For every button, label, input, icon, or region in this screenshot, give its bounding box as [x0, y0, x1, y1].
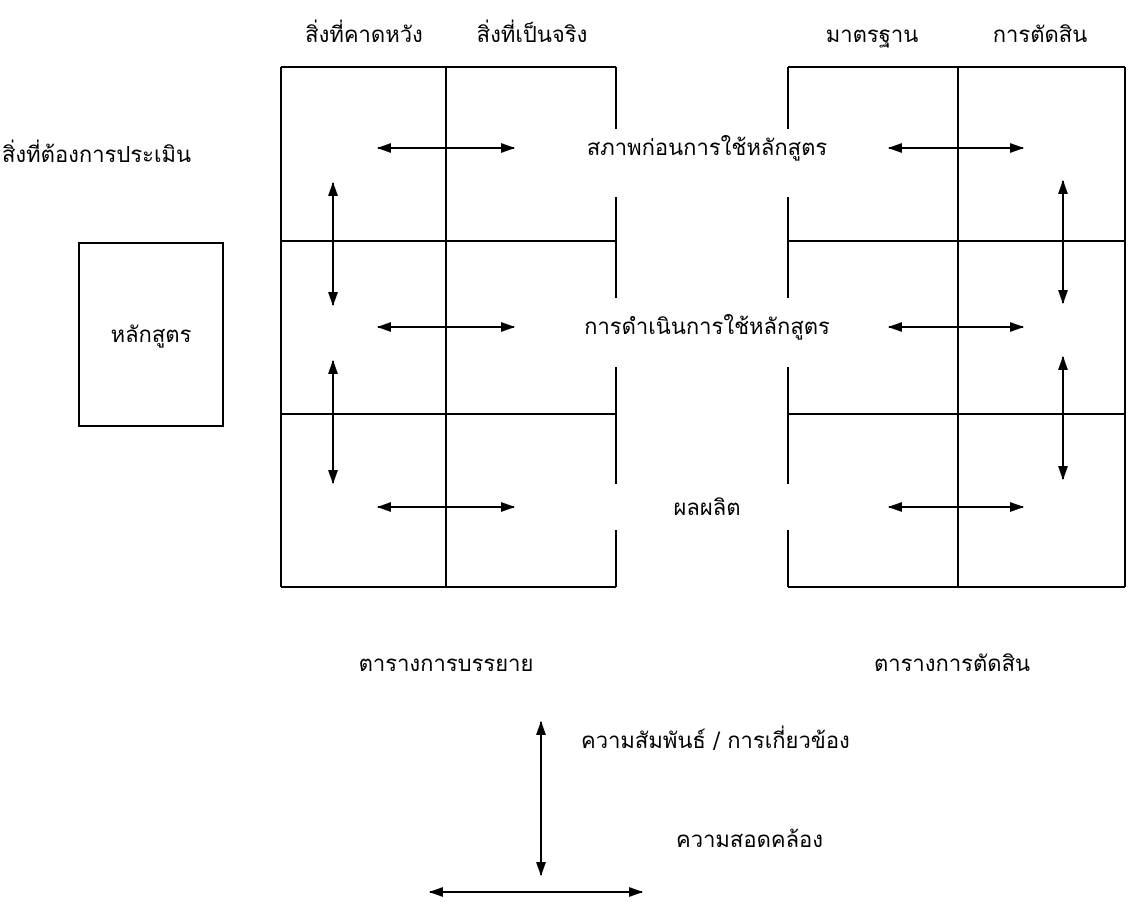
legend-relationship-label: ความสัมพันธ์ / การเกี่ยวข้อง	[581, 725, 850, 754]
header-standard: มาตรฐาน	[826, 23, 919, 48]
row-outcome: ผลผลิต	[673, 496, 740, 521]
legend-congruence-label: ความสอดคล้อง	[676, 828, 823, 853]
header-actual: สิ่งที่เป็นจริง	[477, 19, 588, 48]
header-judgement: การตัดสิน	[993, 23, 1088, 48]
label-to-evaluate: สิ่งที่ต้องการประเมิน	[2, 139, 191, 168]
header-expected: สิ่งที่คาดหวัง	[305, 19, 423, 48]
curriculum-label: หลักสูตร	[111, 323, 192, 348]
caption-description-matrix: ตารางการบรรยาย	[359, 652, 534, 677]
row-antecedent: สภาพก่อนการใช้หลักสูตร	[587, 135, 828, 161]
caption-judgement-matrix: ตารางการตัดสิน	[874, 652, 1030, 677]
curriculum-box	[78, 242, 224, 427]
judgement-matrix	[787, 66, 1126, 588]
row-process: การดำเนินการใช้หลักสูตร	[584, 314, 830, 340]
